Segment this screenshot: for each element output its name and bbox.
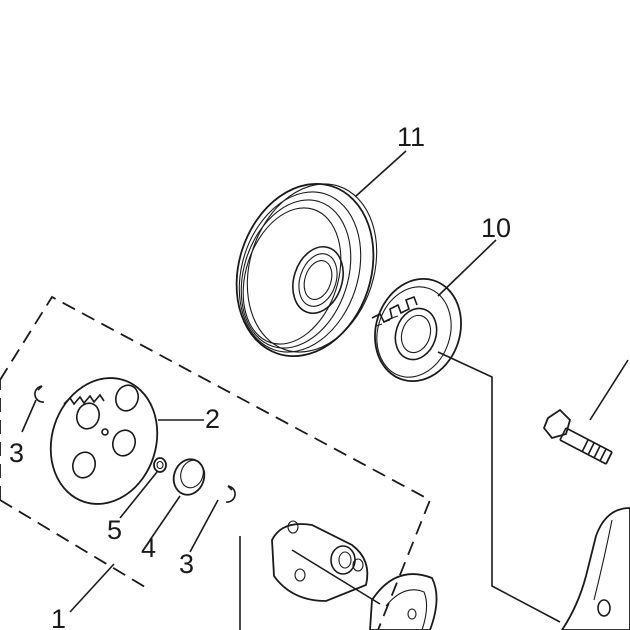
assembly-axis-line — [239, 351, 561, 630]
callout-10: 10 — [481, 213, 511, 243]
assembly-outline — [0, 295, 432, 630]
part-4-spacer — [172, 458, 206, 496]
part-11-pulley — [235, 182, 378, 358]
part-5-washer — [153, 457, 167, 473]
bolt — [542, 408, 613, 465]
leader-lines — [21, 150, 629, 613]
callout-3-right: 3 — [179, 549, 194, 579]
callout-11: 11 — [397, 122, 425, 152]
callout-3-left: 3 — [9, 438, 24, 468]
part-2-gear-plate — [49, 377, 159, 505]
gasket — [369, 573, 438, 630]
callout-4: 4 — [141, 533, 156, 563]
part-10-sprocket — [371, 277, 462, 383]
callout-1: 1 — [51, 604, 66, 630]
part-3-clip-left — [34, 385, 45, 403]
callout-2: 2 — [205, 404, 220, 434]
mount-bracket — [271, 520, 369, 602]
part-3-clip-right — [225, 485, 236, 503]
side-casing — [560, 507, 630, 630]
callout-5: 5 — [107, 515, 122, 545]
